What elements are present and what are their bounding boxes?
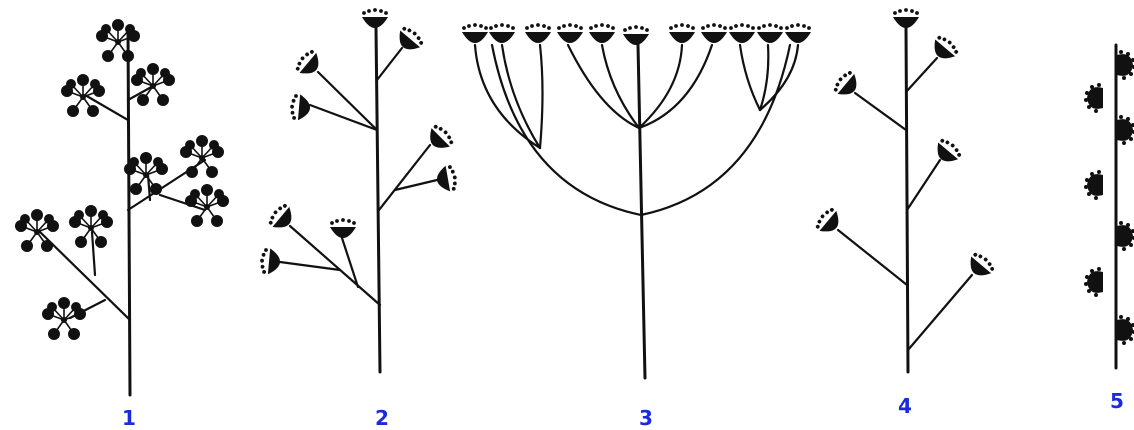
main-axis — [126, 28, 132, 397]
main-axis — [904, 26, 910, 374]
pedicels — [836, 56, 974, 352]
diagram-3: 3 — [462, 23, 811, 430]
lateral-branches — [38, 83, 207, 322]
label-4: 4 — [898, 394, 912, 418]
label-1: 1 — [122, 406, 136, 430]
diagram-4: 4 — [812, 8, 997, 418]
diagram-2: 2 — [259, 8, 459, 430]
lateral-branches — [278, 46, 439, 307]
flower-heads — [259, 8, 459, 276]
main-axis — [374, 26, 382, 374]
label-2: 2 — [375, 406, 389, 430]
diagram-5: 5 — [1084, 43, 1134, 413]
rays — [473, 43, 800, 217]
umbel-heads — [14, 18, 230, 341]
flower-heads — [462, 23, 811, 45]
label-3: 3 — [639, 406, 653, 430]
label-5: 5 — [1110, 389, 1124, 413]
main-axis — [636, 43, 647, 380]
diagram-1: 1 — [14, 18, 230, 430]
sessile-flowers — [1084, 50, 1134, 345]
